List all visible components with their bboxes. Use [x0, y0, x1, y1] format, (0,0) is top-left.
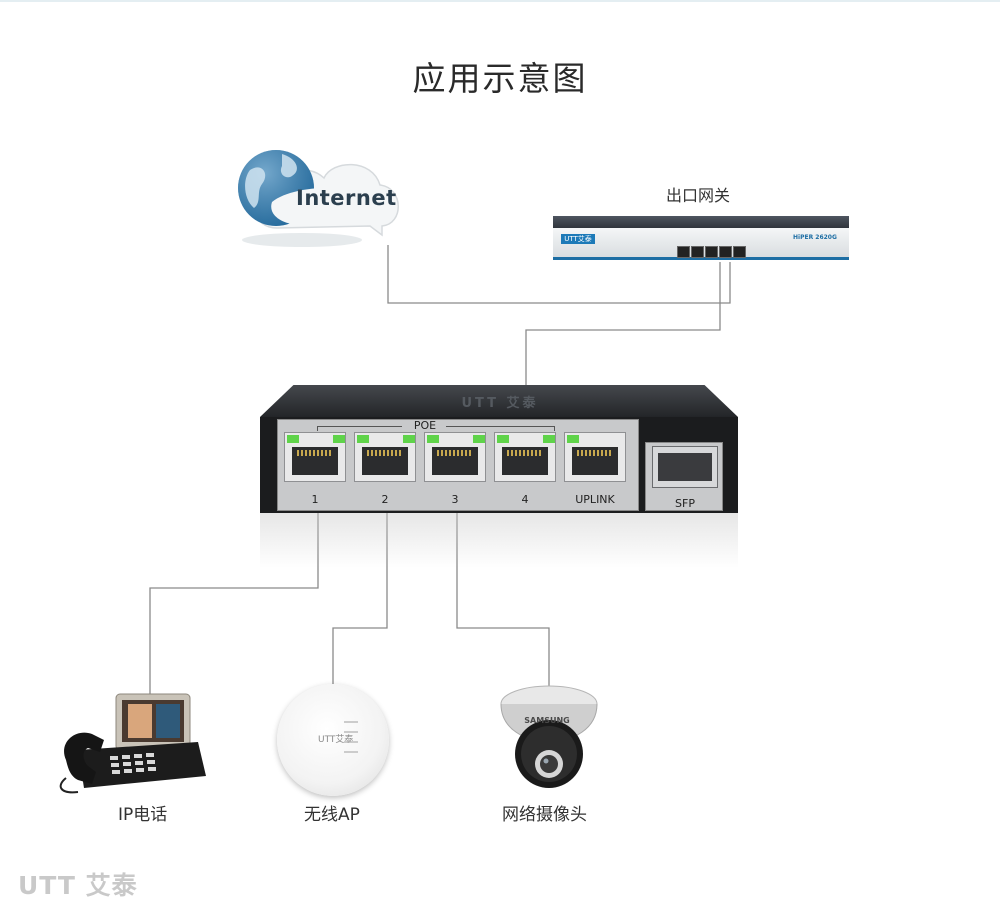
port-led	[287, 435, 299, 443]
internet-label: Internet	[296, 186, 397, 210]
footer-logo: UTT 艾泰	[18, 871, 138, 900]
router-port	[705, 246, 718, 258]
switch-logo: UTT 艾泰	[461, 396, 539, 411]
port-label-4: 4	[521, 493, 529, 506]
camera-label: 网络摄像头	[502, 805, 587, 825]
port-pins	[507, 450, 543, 456]
router-brand: UTT艾泰	[561, 234, 595, 244]
ethernet-port-4	[494, 432, 556, 482]
ap-brand: UTT艾泰	[318, 735, 354, 745]
port-led	[567, 435, 579, 443]
ethernet-port-3	[424, 432, 486, 482]
wireless-ap-label: 无线AP	[304, 805, 360, 825]
router-top	[553, 216, 849, 228]
wire-gateway-switch	[525, 262, 721, 386]
internet-cloud-icon	[238, 150, 399, 247]
port-led	[427, 435, 439, 443]
port-pins	[297, 450, 333, 456]
port-led	[497, 435, 509, 443]
top-border	[0, 0, 1000, 2]
switch-top	[260, 385, 738, 417]
wire-port3-camera	[456, 513, 550, 688]
port-pins	[437, 450, 473, 456]
port-led	[333, 435, 345, 443]
port-label-2: 2	[381, 493, 389, 506]
ap-led-slots	[344, 721, 358, 753]
router-port	[719, 246, 732, 258]
router-port	[733, 246, 746, 258]
router-port	[691, 246, 704, 258]
sfp-label: SFP	[675, 497, 695, 510]
wire-port2-ap	[332, 513, 388, 686]
gateway-label: 出口网关	[666, 186, 731, 205]
ethernet-port-1	[284, 432, 346, 482]
port-label-3: 3	[451, 493, 459, 506]
switch-reflection	[260, 513, 738, 568]
ethernet-port-uplink	[564, 432, 626, 482]
dome-camera-icon	[500, 685, 598, 788]
port-pins	[367, 450, 403, 456]
gateway-router: UTT艾泰 HiPER 2620G	[553, 216, 849, 260]
port-led	[473, 435, 485, 443]
sfp-port	[652, 446, 718, 488]
port-led	[543, 435, 555, 443]
wire-internet-gateway	[387, 245, 731, 304]
camera-brand: SAMSUNG	[524, 716, 570, 725]
port-led	[357, 435, 369, 443]
wire-port1-phone	[149, 513, 319, 698]
port-led	[403, 435, 415, 443]
ethernet-port-2	[354, 432, 416, 482]
poe-label: POE	[413, 419, 437, 432]
ip-phone-icon	[59, 693, 206, 794]
page-title: 应用示意图	[412, 59, 588, 98]
poe-label-bg	[402, 420, 446, 432]
router-model: HiPER 2620G	[793, 234, 837, 241]
sfp-slot	[658, 453, 712, 481]
port-label-1: 1	[311, 493, 319, 506]
wireless-ap-icon	[277, 684, 389, 796]
port-label-uplink: UPLINK	[575, 493, 615, 506]
ip-phone-label: IP电话	[118, 805, 168, 825]
router-port	[677, 246, 690, 258]
port-pins	[577, 450, 613, 456]
